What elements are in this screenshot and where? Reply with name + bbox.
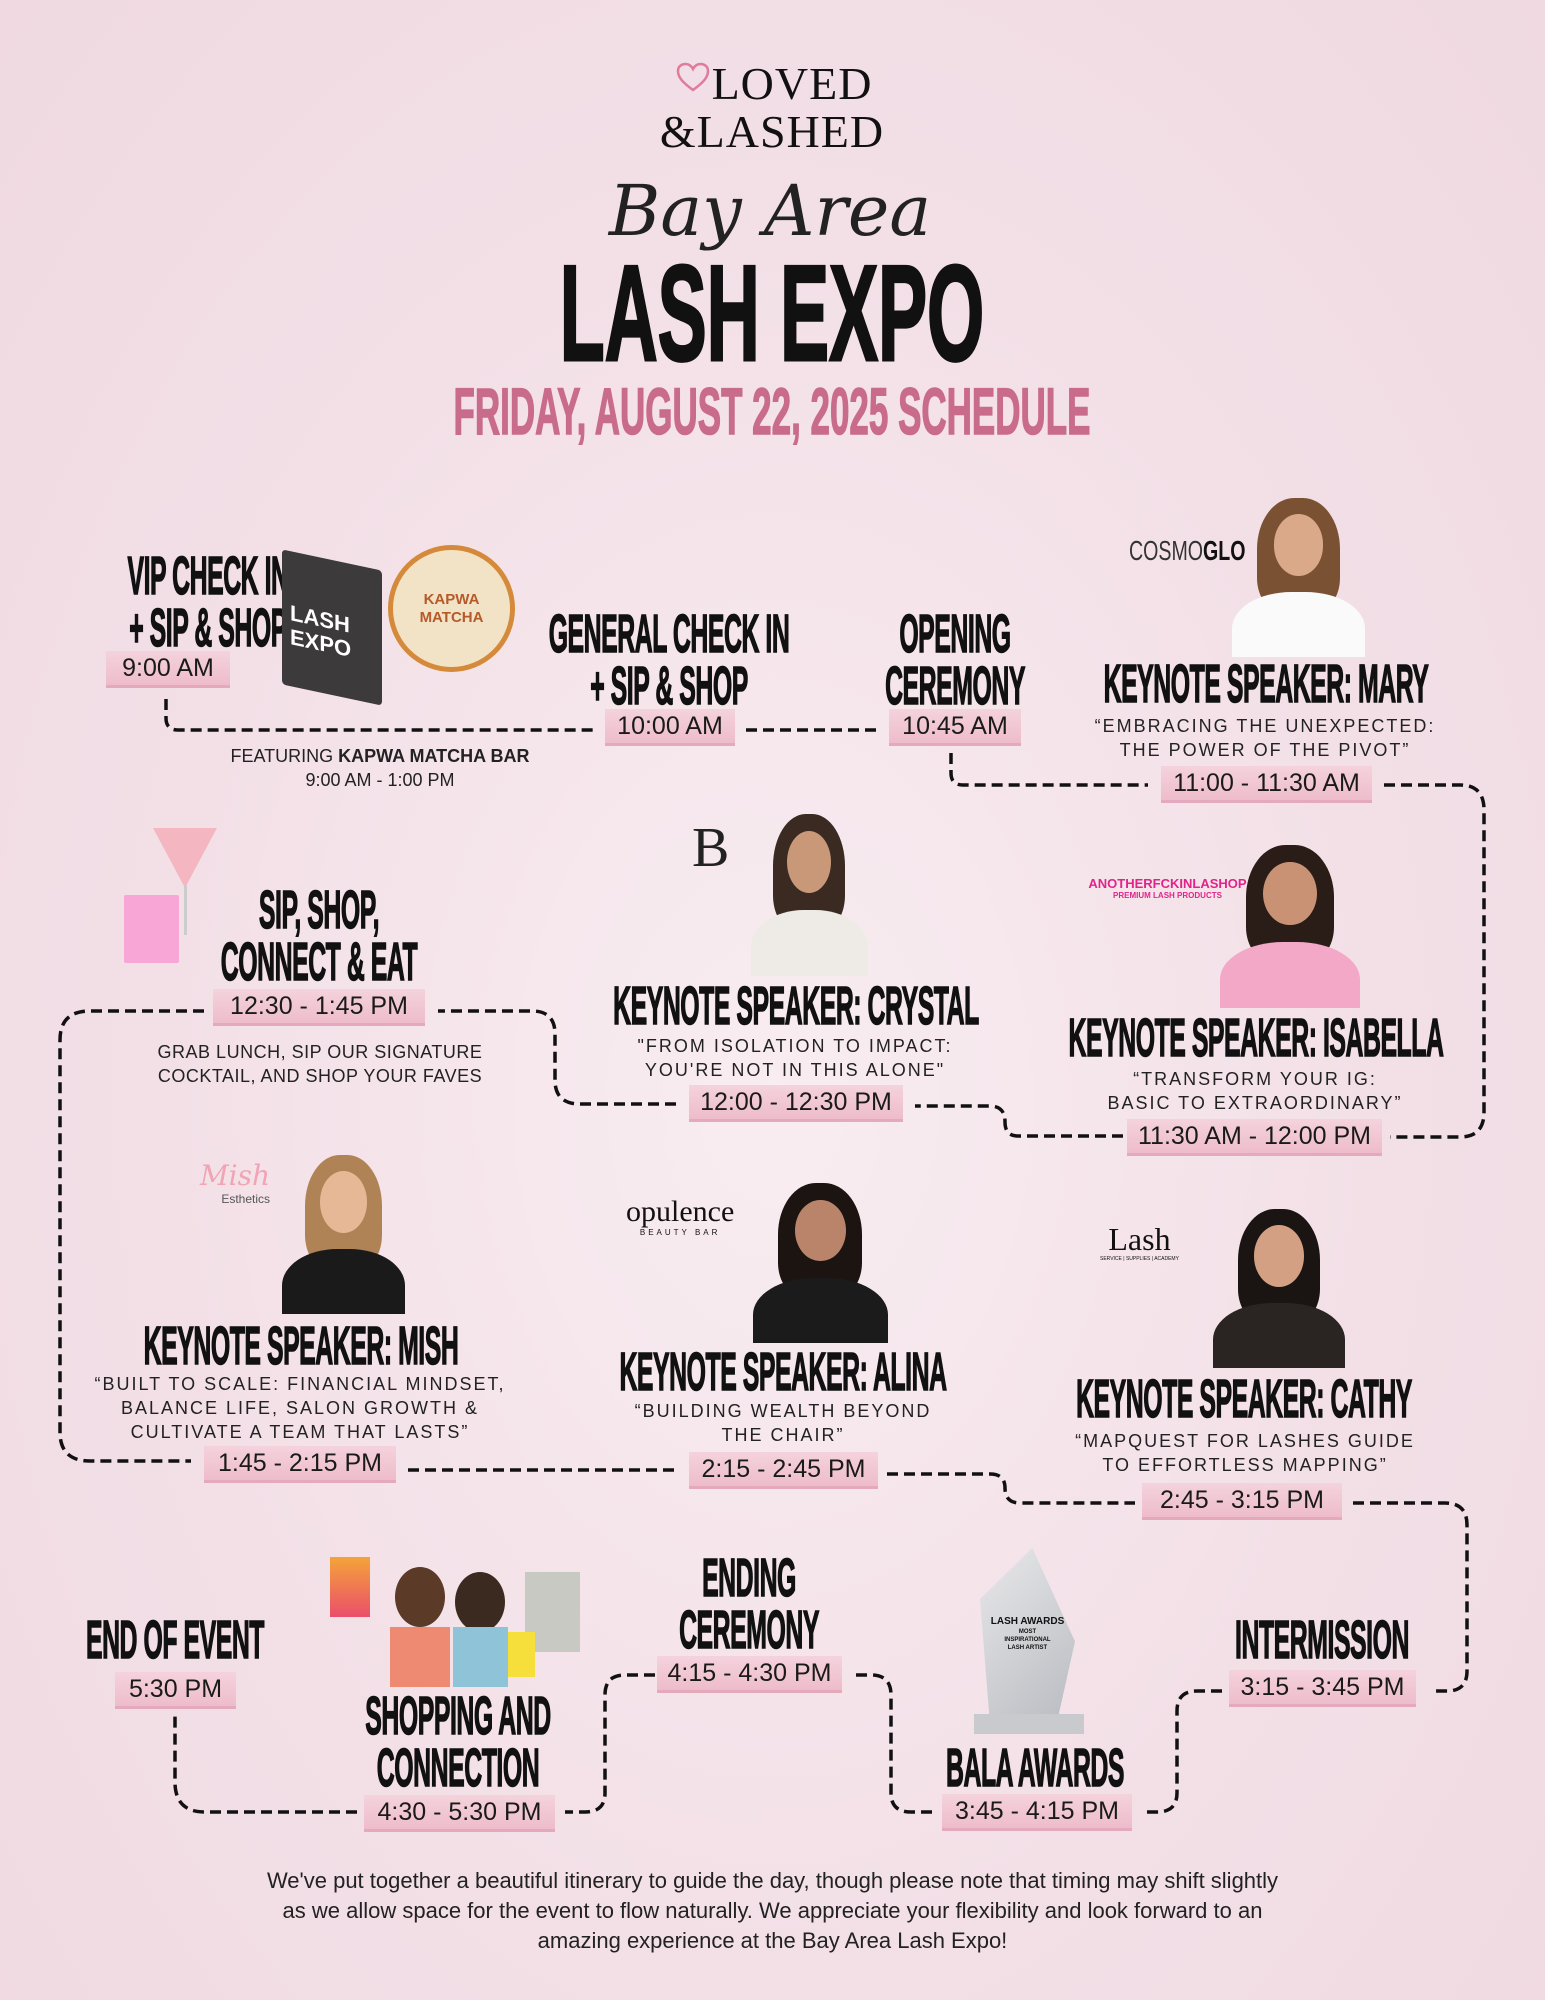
isabella-time-badge: 11:30 AM - 12:00 PM [1127,1119,1382,1156]
cocktail-icon [153,828,217,888]
mary-quote: “EMBRACING THE UNEXPECTED:THE POWER OF T… [1094,716,1436,760]
mary-time-badge: 11:00 - 11:30 AM [1161,766,1372,803]
mish-time-badge: 1:45 - 2:15 PM [204,1446,396,1483]
footer-note: We've put together a beautiful itinerary… [266,1868,1279,1953]
shopping-time-badge: 4:30 - 5:30 PM [364,1795,555,1832]
kapwa-matcha-logo: KAPWA MATCHA [388,545,515,672]
b-logo: B [692,817,730,879]
mary-photo [1225,495,1372,657]
vip-time-badge: 9:00 AM [106,651,230,688]
cathy-time-badge: 2:45 - 3:15 PM [1142,1483,1342,1520]
tote-bag-text: LASH EXPO [290,600,352,663]
trophy-base [974,1714,1084,1734]
opening-time-badge: 10:45 AM [889,709,1021,746]
alina-photo [745,1180,895,1343]
heart-icon [676,62,710,92]
crystal-title: KEYNOTE SPEAKER: CRYSTAL [613,976,980,1036]
isabella-photo [1212,842,1368,1008]
alina-title: KEYNOTE SPEAKER: ALINA [619,1342,947,1402]
general-check-in-title: GENERAL CHECK IN+ SIP & SHOP [548,604,790,716]
cathy-photo [1206,1206,1352,1368]
logo-line-2: &LASHED [659,106,885,157]
script-title: Bay Area [608,170,932,252]
cathy-title: KEYNOTE SPEAKER: CATHY [1076,1369,1413,1429]
cosmoglo-logo: COSMOGLO [1129,535,1246,566]
intermission-title: INTERMISSION [1235,1610,1410,1670]
mish-title: KEYNOTE SPEAKER: MISH [143,1316,459,1376]
isabella-quote: “TRANSFORM YOUR IG:BASIC TO EXTRAORDINAR… [1107,1069,1403,1113]
main-title: LASH EXPO [559,237,985,389]
shopping-bag-icon [124,895,179,963]
mish-photo [275,1152,412,1314]
general-time-badge: 10:00 AM [605,709,735,746]
intermission-time-badge: 3:15 - 3:45 PM [1229,1670,1416,1707]
cocktail-stem [184,885,187,935]
alina-time-badge: 2:15 - 2:45 PM [689,1452,878,1489]
mary-title: KEYNOTE SPEAKER: MARY [1103,654,1429,714]
shopping-women-photo [325,1537,590,1687]
trophy-subtext: MOST INSPIRATIONAL LASH ARTIST [1004,1628,1051,1651]
kapwa-matcha-text: KAPWA MATCHA [419,590,484,626]
isabella-title: KEYNOTE SPEAKER: ISABELLA [1068,1008,1444,1068]
end-of-event-title: END OF EVENT [85,1610,265,1670]
lunch-title: SIP, SHOP,CONNECT & EAT [220,880,418,992]
mish-quote: “BUILT TO SCALE: FINANCIAL MINDSET,BALAN… [94,1374,506,1442]
bala-time-badge: 3:45 - 4:15 PM [942,1794,1132,1831]
lunch-time-badge: 12:30 - 1:45 PM [213,989,425,1026]
vip-check-in-title: VIP CHECK IN+ SIP & SHOP [127,546,289,658]
tote-bag-image: LASH EXPO [282,549,382,706]
crystal-photo [744,811,874,976]
end-time-badge: 5:30 PM [115,1672,236,1709]
ending-time-badge: 4:15 - 4:30 PM [657,1656,842,1693]
loved-lashed-logo: LOVED &LASHED [652,60,892,156]
trophy-text: LASH AWARDS [990,1615,1065,1627]
crystal-time-badge: 12:00 - 12:30 PM [689,1085,903,1122]
logo-line-1: LOVED [711,58,873,109]
crystal-quote: "FROM ISOLATION TO IMPACT:YOU'RE NOT IN … [637,1036,953,1080]
schedule-subtitle: FRIDAY, AUGUST 22, 2025 SCHEDULE [453,374,1091,448]
bala-awards-title: BALA AWARDS [945,1738,1125,1798]
